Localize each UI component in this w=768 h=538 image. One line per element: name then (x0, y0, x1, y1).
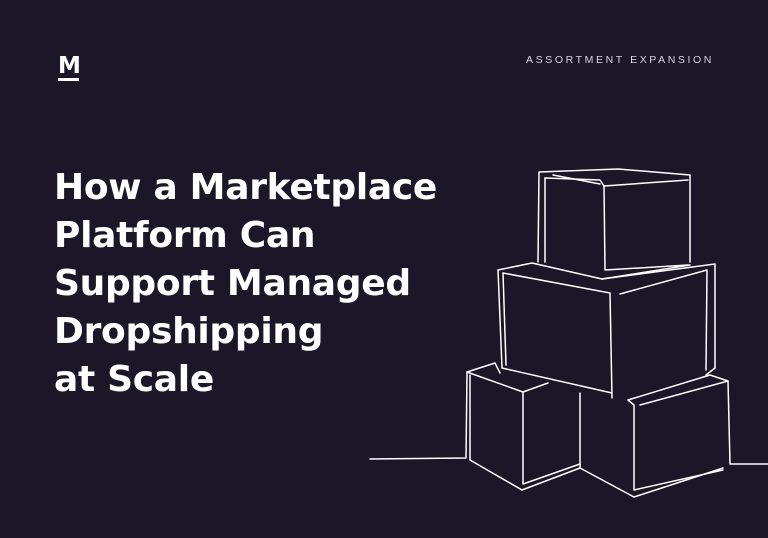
category-tag: ASSORTMENT EXPANSION (526, 54, 714, 66)
logo-letter: M (58, 53, 81, 79)
headline-line: How a Marketplace (54, 167, 438, 208)
headline-line: Support Managed (54, 263, 411, 304)
headline-line: Platform Can (54, 215, 316, 256)
headline: How a Marketplace Platform Can Support M… (54, 164, 437, 404)
brand-logo: M (58, 53, 81, 82)
headline-line: Dropshipping (54, 311, 324, 352)
logo-underline (58, 78, 79, 81)
headline-line: at Scale (54, 359, 214, 400)
